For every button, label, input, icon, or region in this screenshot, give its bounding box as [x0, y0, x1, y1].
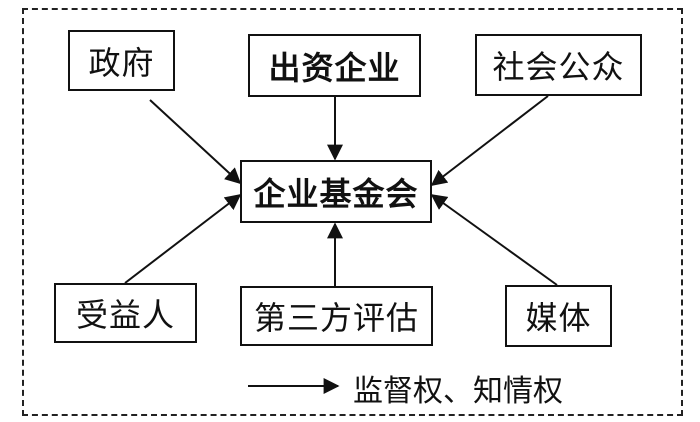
arrow-media-to-center — [430, 194, 558, 286]
node-third-party-evaluation: 第三方评估 — [240, 286, 433, 346]
node-investing-enterprise: 出资企业 — [248, 34, 421, 97]
node-government: 政府 — [68, 30, 175, 91]
node-media: 媒体 — [505, 285, 612, 347]
node-beneficiary: 受益人 — [54, 283, 197, 343]
node-center-foundation: 企业基金会 — [240, 160, 432, 223]
diagram-frame — [22, 8, 683, 416]
legend-label: 监督权、知情权 — [353, 374, 563, 409]
node-public: 社会公众 — [475, 34, 642, 96]
arrow-beneficiary-to-center — [124, 194, 242, 284]
arrow-government-to-center — [149, 99, 242, 185]
arrow-public-to-center — [430, 95, 549, 186]
